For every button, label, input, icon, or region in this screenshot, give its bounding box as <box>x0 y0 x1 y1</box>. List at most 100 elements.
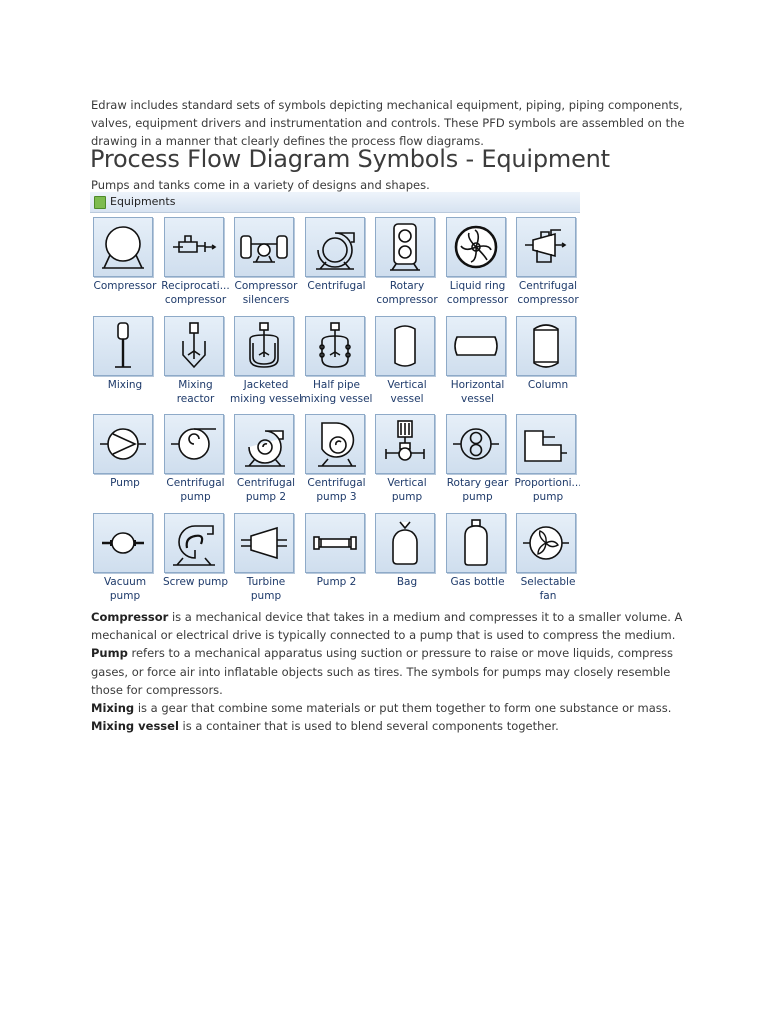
vertical-pump-icon[interactable] <box>375 414 435 474</box>
vertical-vessel-icon[interactable] <box>375 315 435 376</box>
symbol-item-screw-pump[interactable]: Screw pump <box>162 511 232 607</box>
symbol-item-mixing[interactable]: Mixing <box>91 314 161 410</box>
symbol-label: Half pipe mixing vessel <box>300 378 373 405</box>
selectable-fan-icon[interactable] <box>516 512 576 573</box>
description-term: Pump <box>91 646 128 661</box>
vacuum-pump-icon[interactable] <box>93 512 153 573</box>
symbol-item-gas-bottle[interactable]: Gas bottle <box>444 511 514 607</box>
intro-paragraph: Edraw includes standard sets of symbols … <box>91 98 685 148</box>
symbol-label: Proportioni... pump <box>514 477 580 503</box>
description-text: is a mechanical device that takes in a m… <box>91 610 683 643</box>
description-text: is a container that is used to blend sev… <box>178 719 559 734</box>
symbol-item-centrifugal[interactable]: Centrifugal <box>303 215 373 311</box>
symbol-item-liquid-ring-compressor[interactable]: Liquid ring compressor <box>444 215 514 311</box>
description-term: Mixing vessel <box>91 719 179 734</box>
compressor-silencers-icon[interactable] <box>234 217 294 277</box>
rotary-compressor-icon[interactable] <box>375 217 435 277</box>
symbol-label: Turbine pump <box>246 575 286 602</box>
pump-icon[interactable] <box>93 414 153 474</box>
column-icon[interactable] <box>516 315 576 376</box>
pump-2-icon[interactable] <box>304 512 365 573</box>
symbol-item-vertical-vessel[interactable]: Vertical vessel <box>373 314 443 410</box>
symbol-label: Gas bottle <box>450 575 505 588</box>
page-title: Process Flow Diagram Symbols - Equipment <box>90 145 610 173</box>
symbol-label: Mixing <box>107 378 143 391</box>
symbol-item-centrifugal-pump[interactable]: Centrifugal pump <box>162 412 232 508</box>
description-text: refers to a mechanical apparatus using s… <box>91 646 674 697</box>
mixing-icon[interactable] <box>93 315 153 376</box>
descriptions: Compressor is a mechanical device that t… <box>91 608 691 735</box>
description-entry: Mixing vessel is a container that is use… <box>91 717 691 735</box>
description-term: Mixing <box>91 701 135 716</box>
symbol-label: Bag <box>396 575 418 588</box>
panel-title[interactable]: Equipments <box>110 195 176 208</box>
centrifugal-compressor-icon[interactable] <box>516 217 576 277</box>
symbol-label: Horizontal vessel <box>450 378 505 405</box>
symbol-label: Screw pump <box>162 575 229 588</box>
symbol-label: Column <box>527 378 569 391</box>
half-pipe-mixing-vessel-icon[interactable] <box>304 315 365 376</box>
centrifugal-pump-2-icon[interactable] <box>234 414 294 474</box>
symbol-label: Vacuum pump <box>103 575 147 602</box>
symbol-item-jacketed-mixing-vessel[interactable]: Jacketed mixing vessel <box>230 314 302 410</box>
horizontal-vessel-icon[interactable] <box>445 315 506 376</box>
symbol-label: Pump <box>110 477 140 489</box>
symbol-label: Compressor <box>93 280 157 292</box>
symbol-item-half-pipe-mixing-vessel[interactable]: Half pipe mixing vessel <box>301 314 373 410</box>
description-term: Compressor <box>91 610 169 624</box>
bag-icon[interactable] <box>375 512 435 573</box>
symbol-label: Selectable fan <box>520 575 576 602</box>
symbol-item-pump[interactable]: Pump <box>91 412 161 508</box>
symbol-item-compressor-silencers[interactable]: Compressor silencers <box>232 215 302 311</box>
symbol-label: Liquid ring compressor <box>446 280 509 306</box>
mixing-reactor-icon[interactable] <box>163 315 224 376</box>
symbol-item-bag[interactable]: Bag <box>373 511 443 607</box>
symbol-item-pump-2[interactable]: Pump 2 <box>303 511 373 607</box>
symbol-label: Centrifugal <box>307 280 366 292</box>
description-entry: Pump refers to a mechanical apparatus us… <box>91 644 691 699</box>
turbine-pump-icon[interactable] <box>234 512 294 573</box>
symbol-label: Reciprocati... compressor <box>161 280 230 306</box>
symbol-label: Vertical vessel <box>387 378 427 405</box>
compressor-icon[interactable] <box>93 217 153 277</box>
jacketed-mixing-vessel-icon[interactable] <box>234 315 294 376</box>
symbol-item-centrifugal-pump-3[interactable]: Centrifugal pump 3 <box>303 412 373 508</box>
symbol-item-vacuum-pump[interactable]: Vacuum pump <box>91 511 161 607</box>
symbol-item-reciprocating-compressor[interactable]: Reciprocati... compressor <box>161 215 232 311</box>
symbol-label: Centrifugal compressor <box>517 280 579 306</box>
symbol-label: Centrifugal pump 2 <box>236 477 296 503</box>
symbol-item-turbine-pump[interactable]: Turbine pump <box>232 511 302 607</box>
library-icon <box>94 196 106 209</box>
centrifugal-pump-3-icon[interactable] <box>304 414 365 474</box>
symbol-item-rotary-gear-pump[interactable]: Rotary gear pump <box>444 412 514 508</box>
centrifugal-icon[interactable] <box>304 217 365 277</box>
liquid-ring-compressor-icon[interactable] <box>445 217 506 277</box>
symbol-label: Rotary gear pump <box>446 477 509 503</box>
symbol-item-centrifugal-pump-2[interactable]: Centrifugal pump 2 <box>232 412 302 508</box>
symbol-label: Vertical pump <box>387 477 427 503</box>
symbol-label: Mixing reactor <box>176 378 215 405</box>
symbol-item-compressor[interactable]: Compressor <box>91 215 161 311</box>
symbol-label: Pump 2 <box>316 575 357 588</box>
symbol-label: Compressor silencers <box>234 280 298 306</box>
symbol-label: Centrifugal pump 3 <box>307 477 366 503</box>
screw-pump-icon[interactable] <box>163 512 224 573</box>
rotary-gear-pump-icon[interactable] <box>445 414 506 474</box>
symbol-item-centrifugal-compressor[interactable]: Centrifugal compressor <box>514 215 580 311</box>
description-text: is a gear that combine some materials or… <box>134 701 672 716</box>
proportioning-pump-icon[interactable] <box>516 414 576 474</box>
symbol-label: Rotary compressor <box>376 280 438 306</box>
gas-bottle-icon[interactable] <box>445 512 506 573</box>
panel-header: Equipments <box>90 192 580 213</box>
centrifugal-pump-icon[interactable] <box>163 414 224 474</box>
description-entry: Compressor is a mechanical device that t… <box>91 608 691 644</box>
symbol-item-vertical-pump[interactable]: Vertical pump <box>373 412 443 508</box>
symbol-label: Jacketed mixing vessel <box>230 378 302 405</box>
symbol-item-column[interactable]: Column <box>514 314 580 410</box>
symbol-item-rotary-compressor[interactable]: Rotary compressor <box>373 215 443 311</box>
symbol-item-selectable-fan[interactable]: Selectable fan <box>514 511 580 607</box>
symbol-item-horizontal-vessel[interactable]: Horizontal vessel <box>444 314 514 410</box>
symbol-item-proportioning-pump[interactable]: Proportioni... pump <box>514 412 580 508</box>
reciprocating-compressor-icon[interactable] <box>163 217 224 277</box>
symbol-item-mixing-reactor[interactable]: Mixing reactor <box>162 314 232 410</box>
